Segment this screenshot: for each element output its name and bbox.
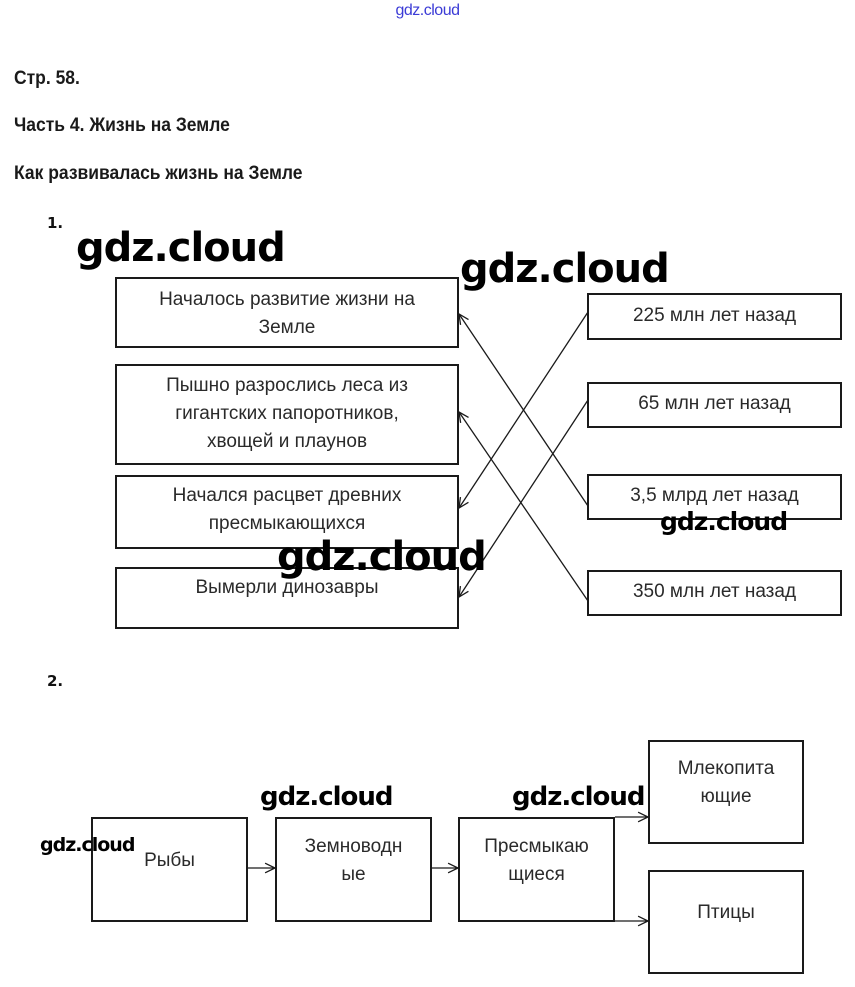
arrowhead-icon bbox=[458, 410, 469, 423]
arrowhead-icon bbox=[458, 586, 469, 599]
event-text: пресмыкающихся bbox=[208, 513, 366, 534]
time-text: 225 млн лет назад bbox=[632, 305, 797, 326]
time-box-4: 350 млн лет назад bbox=[587, 570, 842, 616]
event-box-3: Начался расцвет древних пресмыкающихся bbox=[115, 475, 459, 549]
event-text: Вымерли динозавры bbox=[195, 577, 379, 598]
event-text: Началось развитие жизни на bbox=[159, 289, 415, 310]
chain-box-fish: Рыбы bbox=[91, 817, 248, 922]
arrowhead-icon bbox=[637, 915, 650, 927]
task2-number: 2. bbox=[47, 672, 64, 690]
watermark: gdz.cloud bbox=[660, 507, 788, 536]
task1-number: 1. bbox=[47, 214, 64, 232]
arrowhead-icon bbox=[458, 497, 469, 510]
time-box-1: 225 млн лет назад bbox=[587, 293, 842, 340]
chain-text: Рыбы bbox=[144, 850, 195, 871]
watermark: gdz.cloud bbox=[277, 534, 487, 580]
match-line bbox=[458, 399, 589, 598]
top-watermark: gdz.cloud bbox=[395, 2, 461, 19]
chain-box-birds: Птицы bbox=[648, 870, 804, 974]
event-text: хвощей и плаунов bbox=[206, 431, 368, 452]
page-label: Стр. 58. bbox=[14, 68, 80, 89]
watermark: gdz.cloud bbox=[40, 834, 135, 856]
chain-text: Птицы bbox=[697, 902, 755, 923]
watermark: gdz.cloud bbox=[512, 782, 646, 812]
chain-box-mammals: Млекопита ющие bbox=[648, 740, 804, 844]
event-text: гигантских папоротников, bbox=[175, 403, 399, 424]
time-text: 350 млн лет назад bbox=[632, 581, 797, 602]
chain-text: Земноводн bbox=[304, 836, 403, 857]
event-box-2: Пышно разрослись леса из гигантских папо… bbox=[115, 364, 459, 465]
event-text: Земле bbox=[258, 317, 316, 338]
watermark: gdz.cloud bbox=[260, 782, 394, 812]
chain-text: ые bbox=[341, 864, 366, 885]
chain-box-reptiles: Пресмыкаю щиеся bbox=[458, 817, 615, 922]
event-text: Пышно разрослись леса из bbox=[166, 375, 408, 396]
time-text: 65 млн лет назад bbox=[638, 393, 791, 414]
arrowhead-icon bbox=[637, 811, 650, 823]
chain-text: ющие bbox=[700, 786, 752, 807]
time-text: 3,5 млрд лет назад bbox=[630, 485, 799, 506]
chain-text: Млекопита bbox=[677, 758, 775, 779]
arrowhead-icon bbox=[458, 312, 469, 325]
chain-text: Пресмыкаю bbox=[484, 836, 589, 857]
part-title: Часть 4. Жизнь на Земле bbox=[14, 115, 230, 136]
watermark: gdz.cloud bbox=[76, 225, 286, 271]
chain-box-amphibians: Земноводн ые bbox=[275, 817, 432, 922]
watermark: gdz.cloud bbox=[460, 246, 670, 292]
match-line bbox=[458, 411, 589, 602]
event-text: Начался расцвет древних bbox=[172, 485, 402, 506]
section-title: Как развивалась жизнь на Земле bbox=[14, 163, 303, 184]
arrowhead-icon bbox=[447, 862, 460, 874]
arrowhead-icon bbox=[264, 862, 277, 874]
event-box-1: Началось развитие жизни на Земле bbox=[115, 277, 459, 348]
event-box-4: Вымерли динозавры bbox=[115, 567, 459, 629]
time-box-3: 3,5 млрд лет назад bbox=[587, 474, 842, 520]
chain-text: щиеся bbox=[508, 864, 565, 885]
match-line bbox=[458, 313, 589, 507]
time-box-2: 65 млн лет назад bbox=[587, 382, 842, 428]
